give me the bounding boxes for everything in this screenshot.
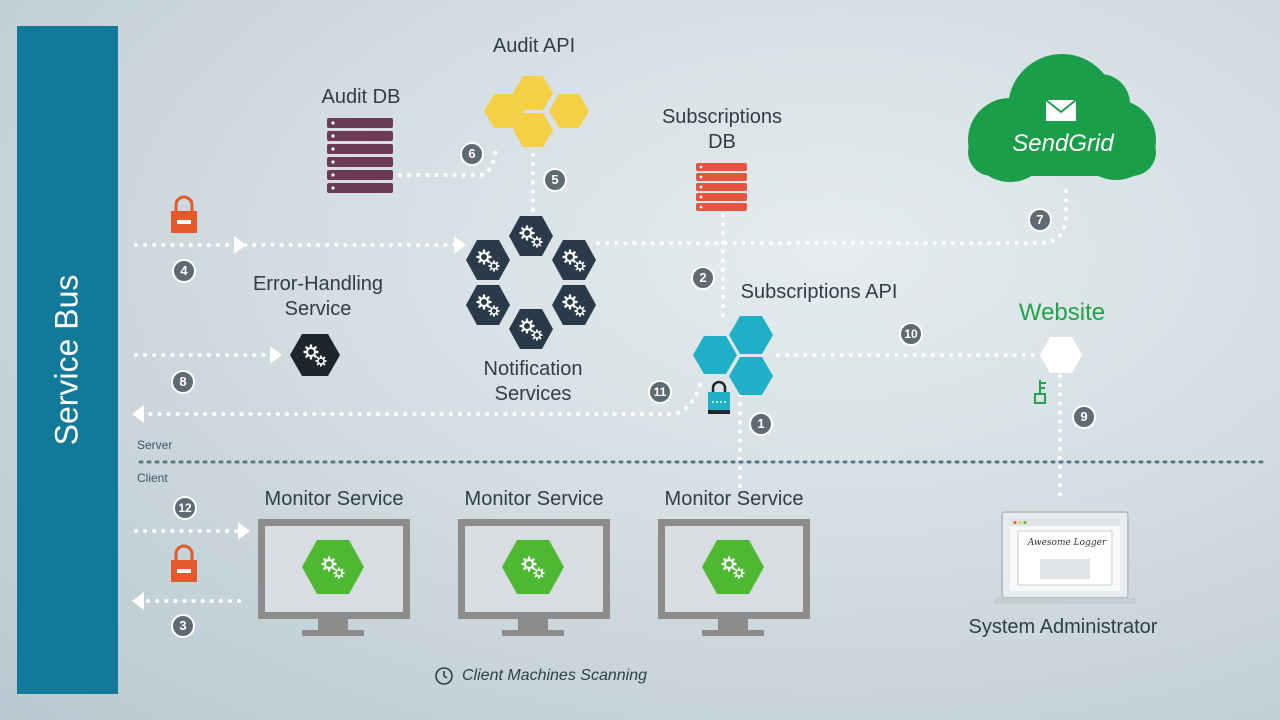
arrow-head bbox=[132, 592, 144, 610]
connector-6 bbox=[398, 148, 498, 177]
key-icon bbox=[1034, 380, 1046, 404]
envelope-icon bbox=[1045, 99, 1077, 121]
arrow-head bbox=[238, 522, 250, 540]
step-badge-9: 9 bbox=[1072, 405, 1096, 429]
lock-icon bbox=[171, 195, 197, 233]
subscriptions-db-server-rack-icon bbox=[696, 163, 747, 211]
audit-api-label: Audit API bbox=[492, 35, 576, 57]
step-badge-4: 4 bbox=[172, 259, 196, 283]
audit-db-label: Audit DB bbox=[321, 86, 401, 108]
lock-icon bbox=[171, 544, 197, 582]
step-badge-3: 3 bbox=[171, 614, 195, 638]
system-administrator-label: System Administrator bbox=[968, 616, 1158, 638]
notification-services-label: Notification Services bbox=[483, 358, 583, 405]
connector-11 bbox=[148, 383, 702, 416]
arrow-head bbox=[234, 236, 246, 254]
connector-7 bbox=[596, 182, 1068, 245]
lock-icon bbox=[708, 380, 730, 414]
step-badge-11: 11 bbox=[648, 380, 672, 404]
website-hex bbox=[1040, 337, 1082, 373]
monitor-icon bbox=[258, 519, 410, 636]
subscriptions-api-hexes bbox=[693, 316, 773, 395]
client-zone-label: Client bbox=[137, 471, 168, 485]
step-badge-8: 8 bbox=[171, 370, 195, 394]
clock-icon bbox=[435, 667, 453, 685]
step-badge-5: 5 bbox=[543, 168, 567, 192]
monitor-service-label-2: Monitor Service bbox=[464, 488, 604, 510]
step-badge-12: 12 bbox=[173, 496, 197, 520]
monitor-service-label-1: Monitor Service bbox=[264, 488, 404, 510]
arrow-head bbox=[454, 236, 466, 254]
server-zone-label: Server bbox=[137, 438, 173, 452]
sendgrid-cloud-icon bbox=[968, 54, 1156, 182]
step-badge-7: 7 bbox=[1028, 208, 1052, 232]
sendgrid-label: SendGrid bbox=[1012, 130, 1114, 157]
monitor-service-label-3: Monitor Service bbox=[664, 488, 804, 510]
footnote: Client Machines Scanning bbox=[434, 666, 647, 686]
laptop-icon bbox=[994, 511, 1136, 604]
step-badge-6: 6 bbox=[460, 142, 484, 166]
audit-api-hexes bbox=[484, 76, 589, 147]
website-label: Website bbox=[1018, 299, 1106, 326]
error-handling-label: Error-Handling Service bbox=[252, 273, 384, 320]
arrow-head bbox=[270, 346, 282, 364]
footnote-text: Client Machines Scanning bbox=[462, 667, 647, 684]
step-badge-2: 2 bbox=[691, 266, 715, 290]
arrow-head bbox=[132, 405, 144, 423]
subscriptions-db-label: Subscriptions DB bbox=[661, 106, 783, 153]
step-badge-10: 10 bbox=[899, 322, 923, 346]
audit-db-server-rack-icon bbox=[327, 118, 393, 193]
laptop-screen-title: Awesome Logger bbox=[1027, 538, 1107, 548]
monitor-icon bbox=[458, 519, 610, 636]
service-bus bbox=[17, 26, 118, 694]
step-badge-1: 1 bbox=[749, 412, 773, 436]
monitor-icon bbox=[658, 519, 810, 636]
subscriptions-api-label: Subscriptions API bbox=[740, 281, 898, 303]
